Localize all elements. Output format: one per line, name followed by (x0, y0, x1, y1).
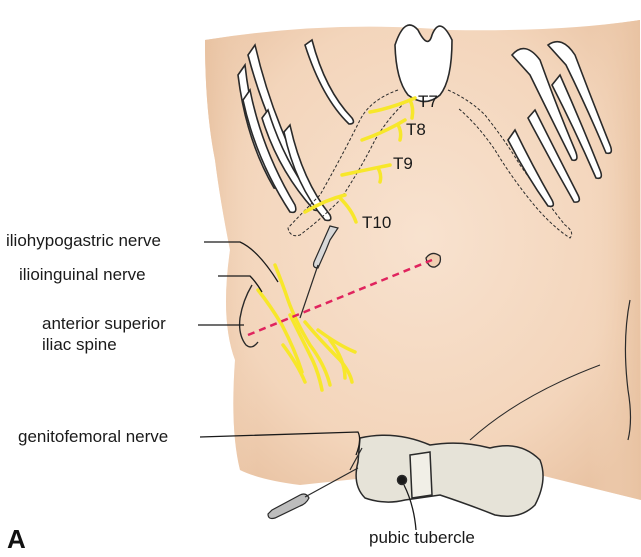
dermatome-label-t10: T10 (362, 213, 391, 233)
genitofemoral-nerve-label: genitofemoral nerve (18, 427, 168, 447)
ilioinguinal-nerve-label: ilioinguinal nerve (19, 265, 146, 285)
dermatome-label-t8: T8 (406, 120, 426, 140)
dermatome-label-t7: T7 (418, 92, 438, 112)
pubic-tubercle-label: pubic tubercle (369, 528, 475, 548)
asis-label-line1: anterior superior (42, 314, 166, 334)
dermatome-label-t9: T9 (393, 154, 413, 174)
pubic-bones (356, 435, 543, 516)
iliohypogastric-nerve-label: iliohypogastric nerve (6, 231, 161, 251)
asis-label-line2: iliac spine (42, 335, 117, 355)
panel-letter: A (7, 524, 26, 555)
